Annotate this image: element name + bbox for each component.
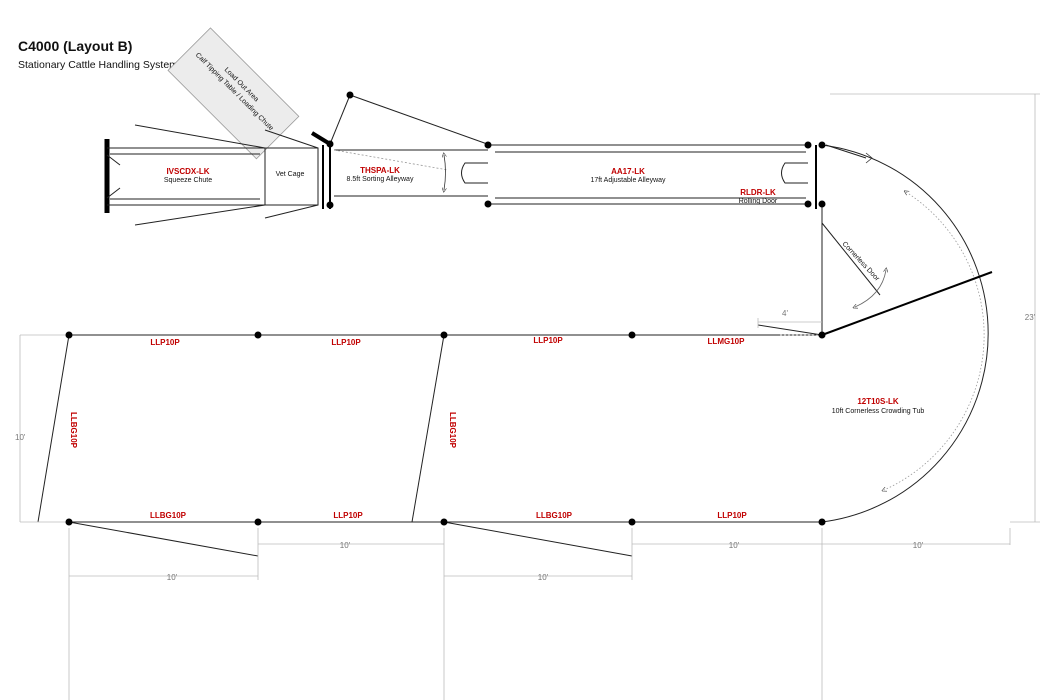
- sorting-alleyway-code: THSPA-LK: [360, 166, 400, 175]
- crowding-tub-desc: 10ft Cornerless Crowding Tub: [832, 408, 925, 415]
- dimension-label-23ft: 23': [1025, 313, 1036, 322]
- crowding-tub-code: 12T10S-LK: [857, 397, 899, 406]
- panel-label-bottom-2: LLP10P: [333, 511, 363, 520]
- gate-label-mid: LLBG10P: [448, 412, 457, 449]
- dimension-label-bottom-1: 10': [340, 541, 351, 550]
- adjustable-alleyway-desc: 17ft Adjustable Alleyway: [590, 177, 666, 184]
- sorting-alleyway: THSPA-LK 8.5ft Sorting Alleyway: [322, 145, 488, 209]
- cornerless-door-label: Cornerless Door: [841, 241, 881, 284]
- dimension-lines: [19, 93, 1040, 700]
- dimension-label-bottom-4: 10': [167, 573, 178, 582]
- rolling-door-desc: Rolling Door: [739, 198, 778, 205]
- crowding-tub: Cornerless Door 12T10S-LK 10ft Cornerles…: [821, 144, 993, 523]
- adjustable-alleyway-code: AA17-LK: [611, 167, 645, 176]
- squeeze-chute-code: IVSCDX-LK: [166, 167, 209, 176]
- panel-label-top-1: LLP10P: [150, 338, 180, 347]
- gate-label-left: LLBG10P: [69, 412, 78, 449]
- vet-cage-label: Vet Cage: [276, 171, 305, 178]
- page-title: C4000 (Layout B): [18, 38, 132, 54]
- dimension-label-left: 10': [15, 433, 26, 442]
- dimension-label-bottom-2: 10': [729, 541, 740, 550]
- dimension-label-4ft: 4': [782, 309, 788, 318]
- panel-label-bottom-1: LLBG10P: [150, 511, 187, 520]
- load-out-area: Load Out Area Calf Tipping Table / Loadi…: [167, 27, 300, 160]
- panel-label-bottom-3: LLBG10P: [536, 511, 573, 520]
- squeeze-chute: IVSCDX-LK Squeeze Chute: [104, 124, 266, 226]
- dimension-label-bottom-5: 10': [538, 573, 549, 582]
- adjustable-alleyway: AA17-LK 17ft Adjustable Alleyway RLDR-LK…: [490, 144, 817, 209]
- panel-label-bottom-4: LLP10P: [717, 511, 747, 520]
- rolling-door-code: RLDR-LK: [740, 188, 776, 197]
- panel-frame: [37, 324, 823, 557]
- panel-label-top-3: LLP10P: [533, 336, 563, 345]
- panel-label-top-2: LLP10P: [331, 338, 361, 347]
- panel-label-top-4: LLMG10P: [708, 337, 746, 346]
- loading-gate: [310, 131, 332, 146]
- posts: [65, 91, 826, 526]
- sorting-alleyway-desc: 8.5ft Sorting Alleyway: [347, 176, 414, 183]
- vet-cage: Vet Cage: [264, 129, 319, 219]
- squeeze-chute-desc: Squeeze Chute: [164, 177, 212, 184]
- page-subtitle: Stationary Cattle Handling System: [18, 59, 178, 71]
- dimension-label-bottom-3: 10': [913, 541, 924, 550]
